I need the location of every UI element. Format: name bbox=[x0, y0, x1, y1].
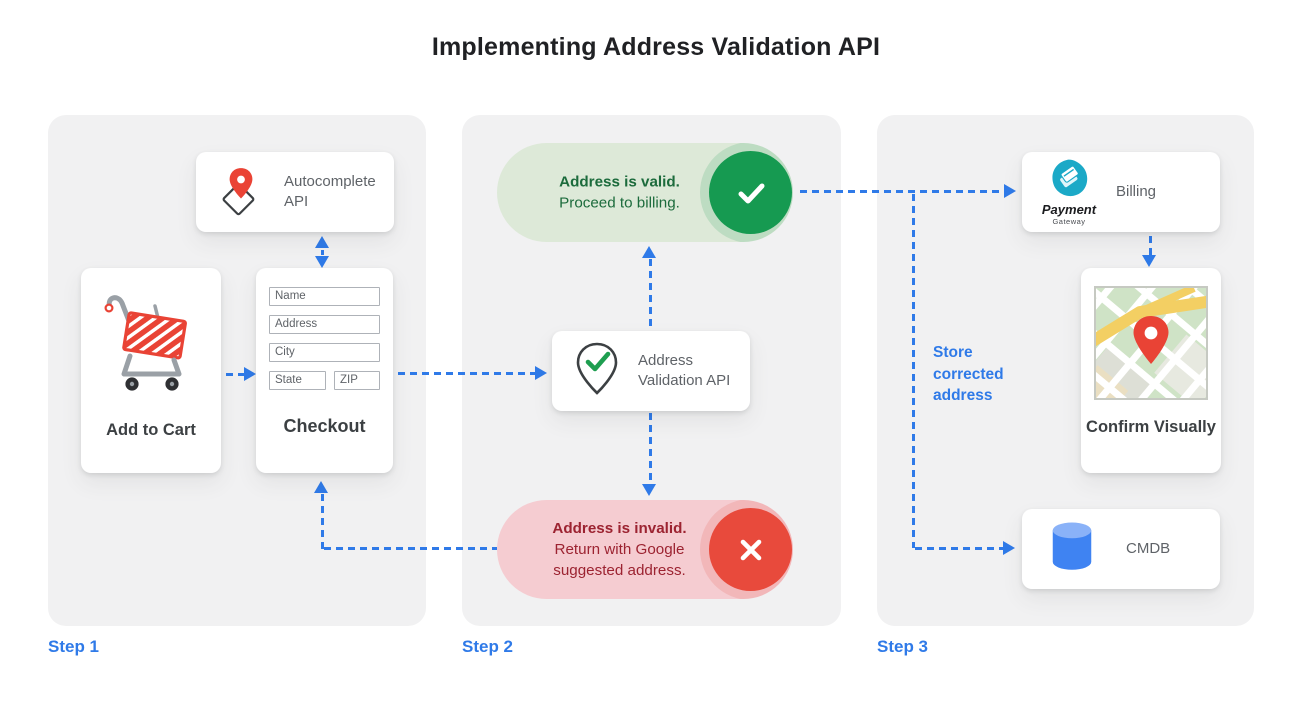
valid-to-billing-line bbox=[800, 190, 1004, 193]
database-icon bbox=[1044, 518, 1100, 581]
step-1-label: Step 1 bbox=[48, 637, 100, 656]
checkout-card: Name Address City State ZIP Checkout bbox=[256, 268, 393, 473]
autocomplete-api-card: Autocomplete API bbox=[196, 152, 394, 232]
zip-field: ZIP bbox=[334, 371, 380, 390]
state-field: State bbox=[269, 371, 326, 390]
billing-to-confirm-arrow bbox=[1142, 255, 1156, 267]
check-icon bbox=[709, 151, 792, 234]
city-field: City bbox=[269, 343, 380, 362]
cmdb-label: CMDB bbox=[1126, 540, 1171, 558]
pin-check-icon bbox=[574, 341, 620, 402]
confirm-visually-label: Confirm Visually bbox=[1086, 418, 1216, 436]
billing-label: Billing bbox=[1116, 183, 1157, 201]
step-3-label: Step 3 bbox=[877, 637, 929, 656]
address-valid-text: Address is valid. Proceed to billing. bbox=[522, 171, 717, 214]
address-invalid-subtitle: Return with Google suggested address. bbox=[553, 540, 686, 580]
add-to-cart-card: Add to Cart bbox=[81, 268, 221, 473]
name-field: Name bbox=[269, 287, 380, 306]
store-corrected-address-note: Store corrected address bbox=[933, 344, 1004, 405]
validation-to-invalid-arrow bbox=[642, 484, 656, 496]
cart-to-checkout-arrow bbox=[244, 367, 256, 381]
billing-card: Payment Gateway Billing bbox=[1022, 152, 1220, 232]
address-valid-subtitle: Proceed to billing. bbox=[559, 194, 680, 212]
checkout-to-validation-arrow bbox=[535, 366, 547, 380]
address-validation-api-label: Address Validation API bbox=[638, 352, 731, 389]
store-to-cmdb-line bbox=[915, 547, 1003, 550]
address-invalid-pill: Address is invalid. Return with Google s… bbox=[497, 500, 793, 599]
validation-to-invalid-line bbox=[649, 413, 652, 483]
valid-to-billing-arrow bbox=[1004, 184, 1016, 198]
invalid-return-line-v bbox=[321, 494, 324, 549]
validation-to-valid-arrow bbox=[642, 246, 656, 258]
autocomplete-checkout-arrow-up bbox=[315, 236, 329, 248]
x-icon bbox=[709, 508, 792, 591]
confirm-visually-card: Confirm Visually bbox=[1081, 268, 1221, 473]
autocomplete-api-label: Autocomplete API bbox=[284, 173, 376, 210]
payment-logo-subtitle: Gateway bbox=[1052, 216, 1086, 226]
autocomplete-checkout-arrow-down bbox=[315, 256, 329, 268]
add-to-cart-label: Add to Cart bbox=[106, 421, 196, 439]
payment-gateway-logo: Payment Gateway bbox=[1038, 158, 1100, 226]
invalid-return-arrow bbox=[314, 481, 328, 493]
payment-logo-title: Payment bbox=[1041, 202, 1097, 218]
page-title: Implementing Address Validation API bbox=[431, 33, 881, 61]
address-valid-pill: Address is valid. Proceed to billing. bbox=[497, 143, 793, 242]
address-validation-api-card: Address Validation API bbox=[552, 331, 750, 411]
store-to-cmdb-arrow bbox=[1003, 541, 1015, 555]
billing-to-confirm-line bbox=[1149, 236, 1152, 255]
invalid-return-line-h bbox=[324, 547, 497, 550]
map-preview-image bbox=[1094, 286, 1208, 405]
address-invalid-text: Address is invalid. Return with Google s… bbox=[522, 518, 717, 582]
checkout-form: Name Address City State ZIP bbox=[269, 287, 380, 390]
autocomplete-map-pin-icon bbox=[214, 163, 268, 222]
store-branch-line bbox=[912, 194, 915, 548]
cmdb-card: CMDB bbox=[1022, 509, 1220, 589]
address-field: Address bbox=[269, 315, 380, 334]
checkout-label: Checkout bbox=[283, 416, 366, 436]
address-invalid-title: Address is invalid. bbox=[552, 519, 687, 537]
autocomplete-checkout-link bbox=[321, 250, 324, 255]
cart-to-checkout-line bbox=[226, 373, 244, 376]
step-2-label: Step 2 bbox=[462, 637, 514, 656]
address-valid-title: Address is valid. bbox=[559, 173, 680, 191]
validation-to-valid-line bbox=[649, 259, 652, 331]
checkout-to-validation-line bbox=[398, 372, 535, 375]
shopping-cart-icon bbox=[95, 284, 207, 407]
